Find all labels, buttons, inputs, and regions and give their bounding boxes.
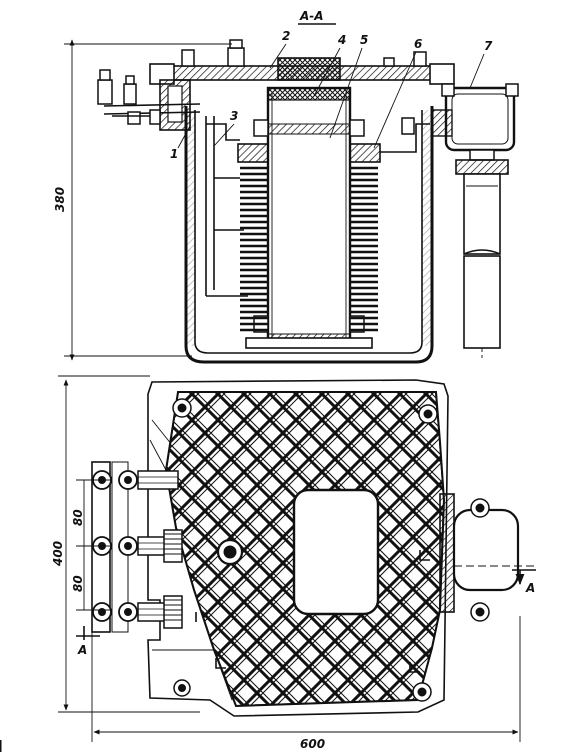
- support-block-right: [349, 143, 381, 163]
- width-dimension: 400: [51, 375, 200, 713]
- part-label-5: 5: [360, 33, 368, 47]
- section-marker-left: A: [77, 643, 87, 657]
- dim-length: 600: [300, 737, 325, 751]
- height-dimension: 380: [53, 39, 232, 361]
- bushing-assembly: [431, 83, 519, 358]
- insulating-plate: [277, 57, 341, 81]
- spacing-dimensions: 80 80: [71, 479, 110, 611]
- part-label-4: 4: [337, 33, 346, 47]
- central-opening: [292, 488, 380, 616]
- corner-bolts: [172, 398, 438, 702]
- coil-left: [240, 166, 268, 332]
- part-label-6: 6: [414, 37, 422, 51]
- support-block-left: [237, 143, 269, 163]
- part-label-1: 1: [170, 147, 178, 161]
- dim-spacing-top: 80: [71, 509, 85, 526]
- coil-right: [350, 166, 378, 332]
- dim-height: 380: [53, 187, 67, 212]
- terminal-rows: [91, 461, 183, 633]
- plan-view: A A 80 80 400 600: [0, 375, 536, 752]
- part-label-2: 2: [282, 29, 290, 43]
- section-view: A-A: [53, 9, 519, 364]
- dim-width: 400: [51, 541, 65, 567]
- section-marker-right: A: [525, 581, 535, 595]
- tank-shell: [184, 106, 434, 364]
- part-label-3: 3: [230, 109, 238, 123]
- part-label-7: 7: [484, 39, 493, 53]
- left-terminal: [97, 69, 201, 131]
- core-assembly: [245, 86, 415, 349]
- length-dimension: 600: [91, 616, 521, 751]
- cover-bolts: [181, 39, 427, 67]
- part-labels: 1 2 3 4 5 6 7: [170, 29, 493, 161]
- section-markers: A A: [76, 569, 536, 657]
- bushing-box-plan: [439, 493, 534, 622]
- section-title: A-A: [299, 9, 324, 23]
- dim-spacing-bottom: 80: [71, 575, 85, 592]
